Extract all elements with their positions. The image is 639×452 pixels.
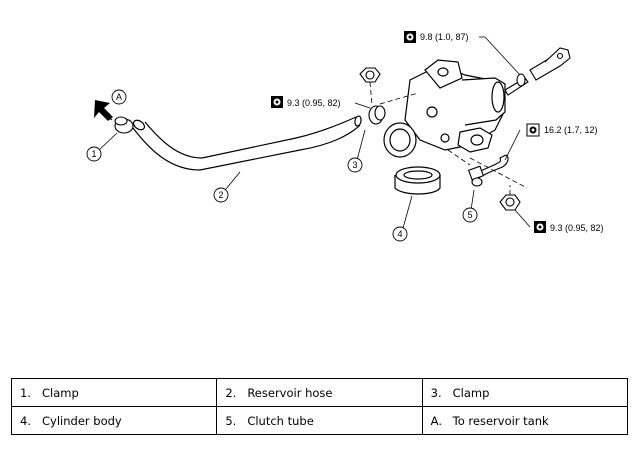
reservoir-direction-arrow [94, 100, 113, 121]
clutch-tube [467, 154, 509, 187]
callout-a: A [111, 89, 127, 105]
clamp-3 [368, 105, 386, 125]
svg-text:16.2 (1.7, 12): 16.2 (1.7, 12) [544, 125, 598, 135]
legend-label: Clamp [452, 385, 490, 400]
torque-top: 9.8 (1.0, 87) [404, 31, 469, 43]
nut-bottom [499, 194, 521, 211]
legend-num: 4. [20, 413, 31, 428]
svg-text:9.8 (1.0, 87): 9.8 (1.0, 87) [420, 32, 469, 42]
callout-4: 4 [392, 226, 408, 242]
svg-text:4: 4 [397, 229, 402, 239]
reservoir-hose [132, 115, 362, 171]
legend-num: 5. [225, 413, 237, 428]
svg-text:9.3 (0.95, 82): 9.3 (0.95, 82) [287, 98, 341, 108]
svg-text:5: 5 [467, 210, 472, 220]
legend-row: 1. Clamp 2. Reservoir hose 3. Clamp [10, 378, 629, 407]
callout-2: 2 [213, 187, 229, 203]
legend-label: Reservoir hose [247, 385, 333, 400]
legend-num: 2. [225, 385, 237, 400]
leader-lines [98, 36, 531, 229]
legend-num: 3. [430, 385, 442, 400]
legend-label: To reservoir tank [452, 413, 549, 428]
svg-text:3: 3 [352, 160, 357, 170]
push-rod [504, 47, 571, 96]
legend-cell: A. To reservoir tank [421, 406, 629, 435]
callout-1: 1 [86, 146, 102, 162]
legend-num: A. [430, 413, 442, 428]
nut-top [359, 67, 381, 83]
legend-cell: 5. Clutch tube [216, 406, 423, 435]
parts-legend-table: 1. Clamp 2. Reservoir hose 3. Clamp 4. Cylin… [10, 378, 629, 435]
legend-cell: 2. Reservoir hose [216, 378, 423, 407]
svg-text:2: 2 [218, 190, 223, 200]
legend-cell: 4. Cylinder body [10, 406, 218, 435]
legend-row: 4. Cylinder body 5. Clutch tube A. To reser… [10, 406, 629, 435]
svg-text:9.3 (0.95, 82): 9.3 (0.95, 82) [550, 223, 604, 233]
torque-left: 9.3 (0.95, 82) [271, 96, 341, 108]
cylinder-body [383, 59, 506, 195]
legend-num: 1. [20, 385, 31, 400]
legend-cell: 1. Clamp [10, 378, 218, 407]
callout-3: 3 [347, 157, 363, 173]
svg-text:1: 1 [91, 149, 96, 159]
svg-text:A: A [116, 92, 122, 102]
torque-right: 16.2 (1.7, 12) [526, 123, 598, 137]
legend-label: Cylinder body [42, 413, 122, 428]
callout-5: 5 [462, 207, 478, 223]
legend-label: Clamp [42, 385, 79, 400]
assembly-lines [369, 81, 528, 195]
torque-bottom: 9.3 (0.95, 82) [534, 221, 604, 233]
legend-cell: 3. Clamp [421, 378, 629, 407]
legend-label: Clutch tube [247, 413, 314, 428]
clutch-master-cylinder-diagram: 1 2 3 4 5 A 9.8 (1.0, 87) 9.3 (0.95, 82)… [86, 31, 604, 242]
clamp-1 [105, 114, 134, 134]
